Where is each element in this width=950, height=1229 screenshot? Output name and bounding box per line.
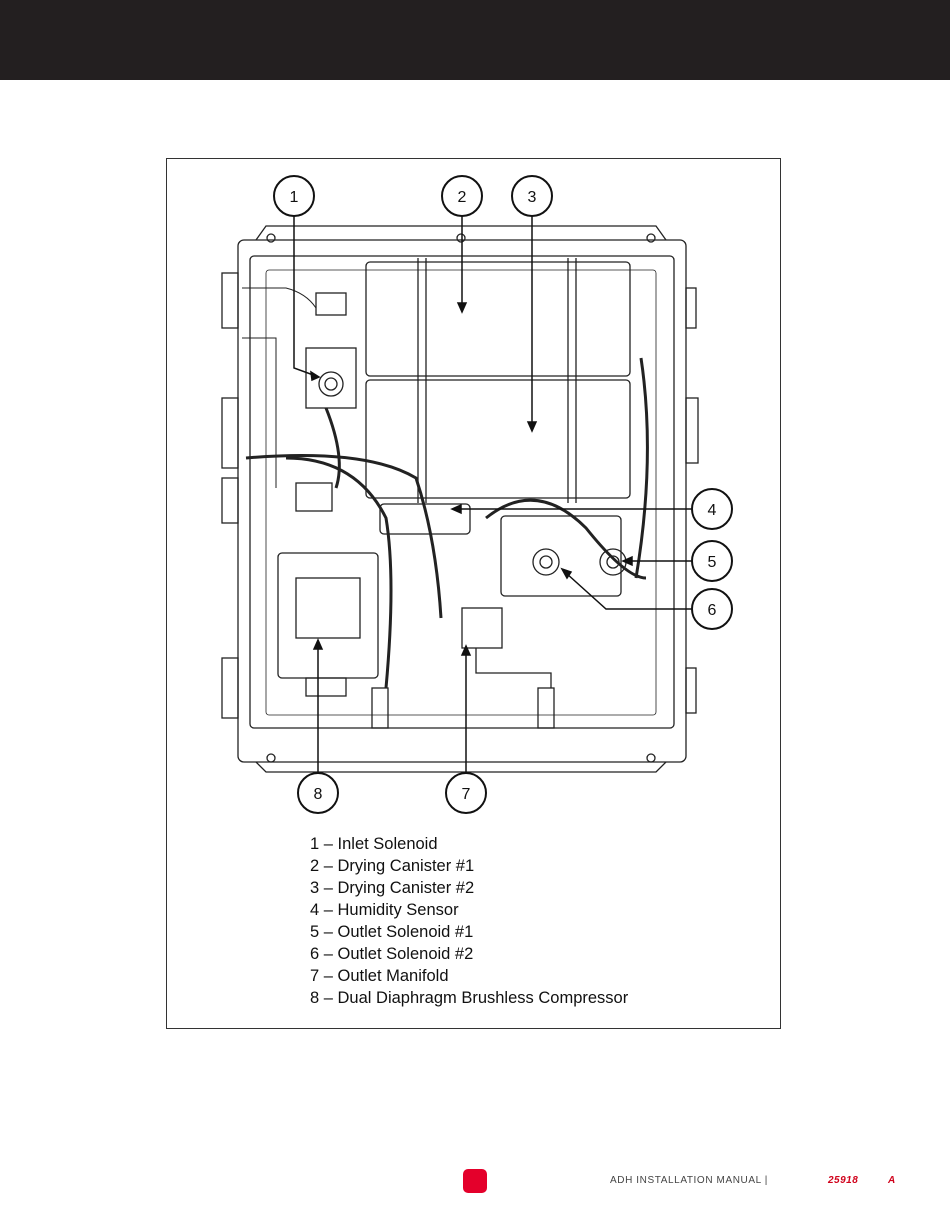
footer-doc-number: 25918 — [828, 1175, 858, 1186]
page-badge — [463, 1169, 487, 1193]
compressor — [278, 553, 378, 678]
outlet-solenoid-1 — [600, 549, 626, 575]
callout-7-label: 7 — [462, 786, 471, 803]
inlet-solenoid — [319, 372, 343, 396]
legend-item: 1 – Inlet Solenoid — [310, 833, 628, 855]
callout-4-label: 4 — [708, 502, 717, 519]
enclosure-diagram: 1 2 3 4 5 6 8 7 — [166, 158, 781, 818]
footer-doc-title: ADH INSTALLATION MANUAL | — [610, 1175, 768, 1186]
legend-item: 5 – Outlet Solenoid #1 — [310, 921, 628, 943]
header-bar — [0, 0, 950, 80]
callout-3-label: 3 — [528, 189, 537, 206]
drying-canister-2 — [366, 380, 630, 498]
legend-item: 6 – Outlet Solenoid #2 — [310, 943, 628, 965]
legend-item: 8 – Dual Diaphragm Brushless Compressor — [310, 987, 628, 1009]
legend-item: 2 – Drying Canister #1 — [310, 855, 628, 877]
enclosure-inner — [250, 256, 674, 728]
outlet-manifold — [462, 608, 502, 648]
parts-legend: 1 – Inlet Solenoid 2 – Drying Canister #… — [310, 833, 628, 1009]
legend-item: 4 – Humidity Sensor — [310, 899, 628, 921]
callout-1-label: 1 — [290, 189, 299, 206]
enclosure-outer — [238, 240, 686, 762]
callout-6-label: 6 — [708, 602, 717, 619]
outlet-solenoid-2 — [533, 549, 559, 575]
legend-item: 7 – Outlet Manifold — [310, 965, 628, 987]
drying-canister-1 — [366, 262, 630, 376]
legend-item: 3 – Drying Canister #2 — [310, 877, 628, 899]
footer-revision: A — [888, 1175, 895, 1186]
callout-8-label: 8 — [314, 786, 323, 803]
callout-2-label: 2 — [458, 189, 467, 206]
callout-5-label: 5 — [708, 554, 717, 571]
